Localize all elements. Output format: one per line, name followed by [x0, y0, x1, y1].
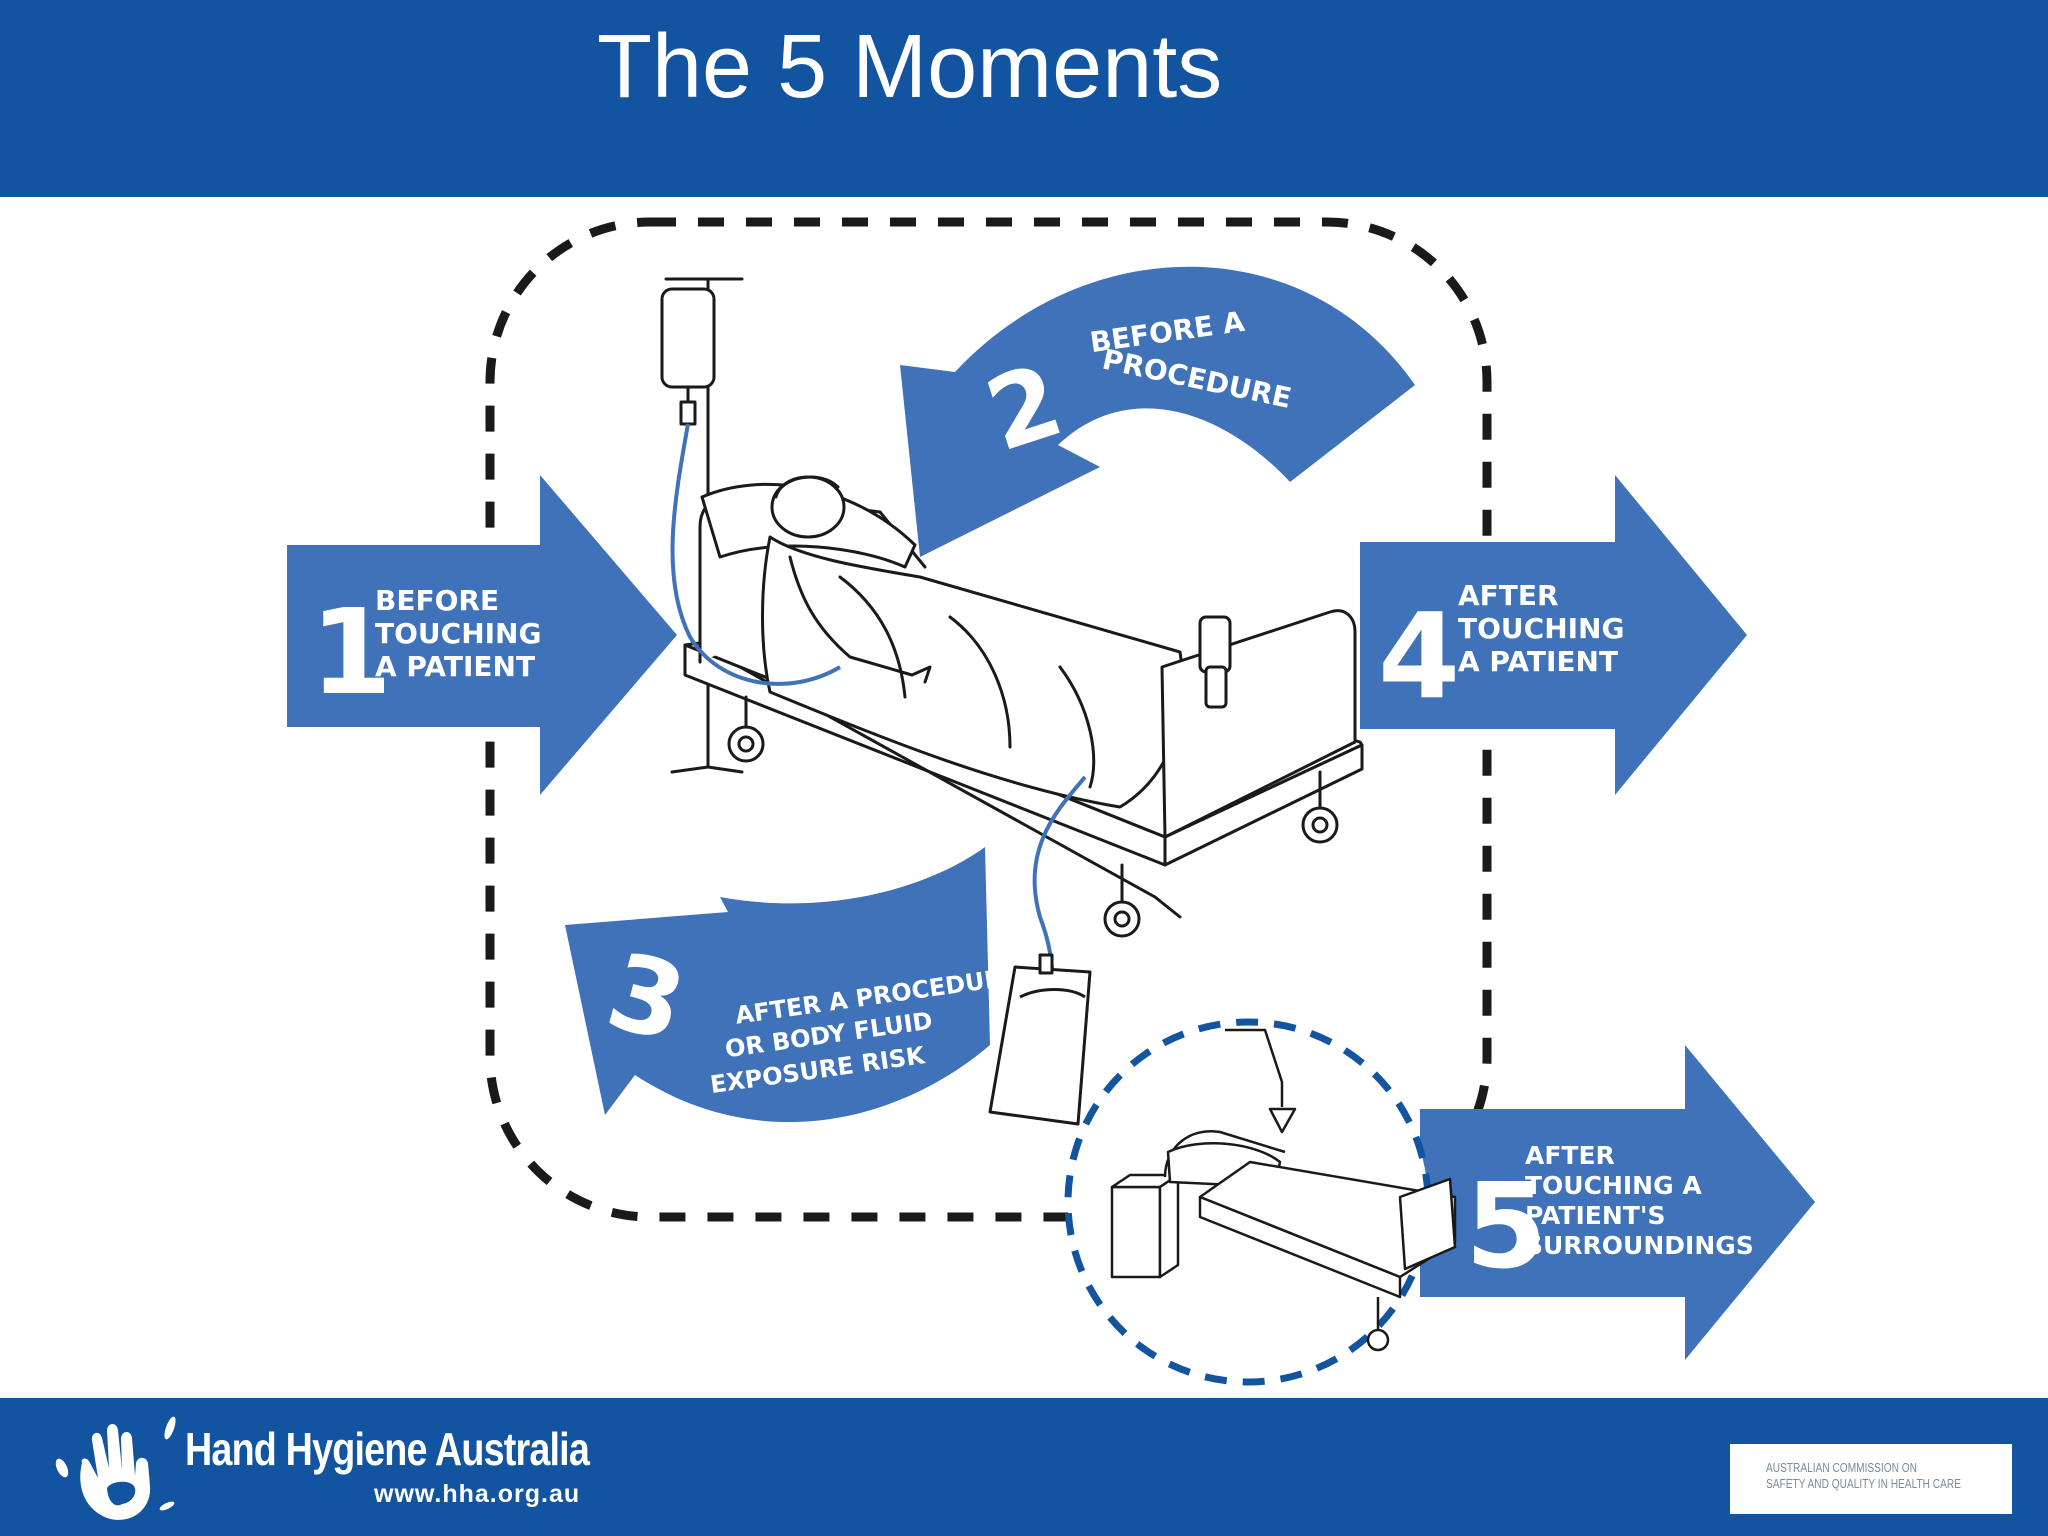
moment-5-line-1: AFTER [1525, 1141, 1615, 1170]
moment-5-arrow: 5 AFTER TOUCHING A PATIENT'S SURROUNDING… [1420, 1045, 1815, 1360]
moment-1-line-1: BEFORE [375, 584, 499, 617]
moment-1-line-3: A PATIENT [375, 650, 535, 683]
patient-bed-illustration [660, 277, 1364, 938]
hand-logo-icon [55, 1416, 176, 1520]
moment-5-line-4: SURROUNDINGS [1525, 1231, 1754, 1260]
diagram-canvas: 1 BEFORE TOUCHING A PATIENT 4 AFTER TOUC… [287, 217, 1815, 1386]
patient-surroundings-illustration [1064, 1018, 1457, 1386]
moment-4-line-1: AFTER [1458, 579, 1559, 612]
moment-3-arrow: 3 AFTER A PROCEDURE OR BODY FLUID EXPOSU… [565, 847, 1021, 1123]
iv-tubing [670, 423, 842, 686]
brand-name: Hand Hygiene Australia [185, 1423, 590, 1475]
urine-bag-illustration [988, 953, 1092, 1126]
moment-1-number: 1 [310, 583, 392, 721]
moment-5-line-2: TOUCHING A [1525, 1171, 1702, 1200]
moment-1-line-2: TOUCHING [375, 617, 541, 650]
page-title: The 5 Moments [597, 17, 1223, 117]
footer-bar: Hand Hygiene Australia www.hha.org.au AU… [0, 1398, 2048, 1536]
moment-5-number: 5 [1465, 1157, 1547, 1295]
moment-4-number: 4 [1378, 587, 1460, 725]
moment-1-arrow: 1 BEFORE TOUCHING A PATIENT [287, 475, 677, 795]
moment-4-line-3: A PATIENT [1458, 645, 1618, 678]
moment-2-arrow: 2 BEFORE A PROCEDURE [900, 266, 1415, 557]
commission-logo: AUSTRALIAN COMMISSION ON SAFETY AND QUAL… [1730, 1444, 2012, 1514]
moment-5-line-3: PATIENT'S [1525, 1201, 1666, 1230]
moment-4-arrow: 4 AFTER TOUCHING A PATIENT [1360, 475, 1747, 795]
brand-url-link[interactable]: www.hha.org.au [374, 1480, 581, 1508]
commission-line-2: SAFETY AND QUALITY IN HEALTH CARE [1766, 1476, 1961, 1491]
header-bar: The 5 Moments [0, 0, 2048, 197]
moment-4-line-2: TOUCHING [1458, 612, 1624, 645]
five-moments-diagram: 1 BEFORE TOUCHING A PATIENT 4 AFTER TOUC… [0, 197, 2048, 1397]
commission-line-1: AUSTRALIAN COMMISSION ON [1766, 1460, 1917, 1475]
